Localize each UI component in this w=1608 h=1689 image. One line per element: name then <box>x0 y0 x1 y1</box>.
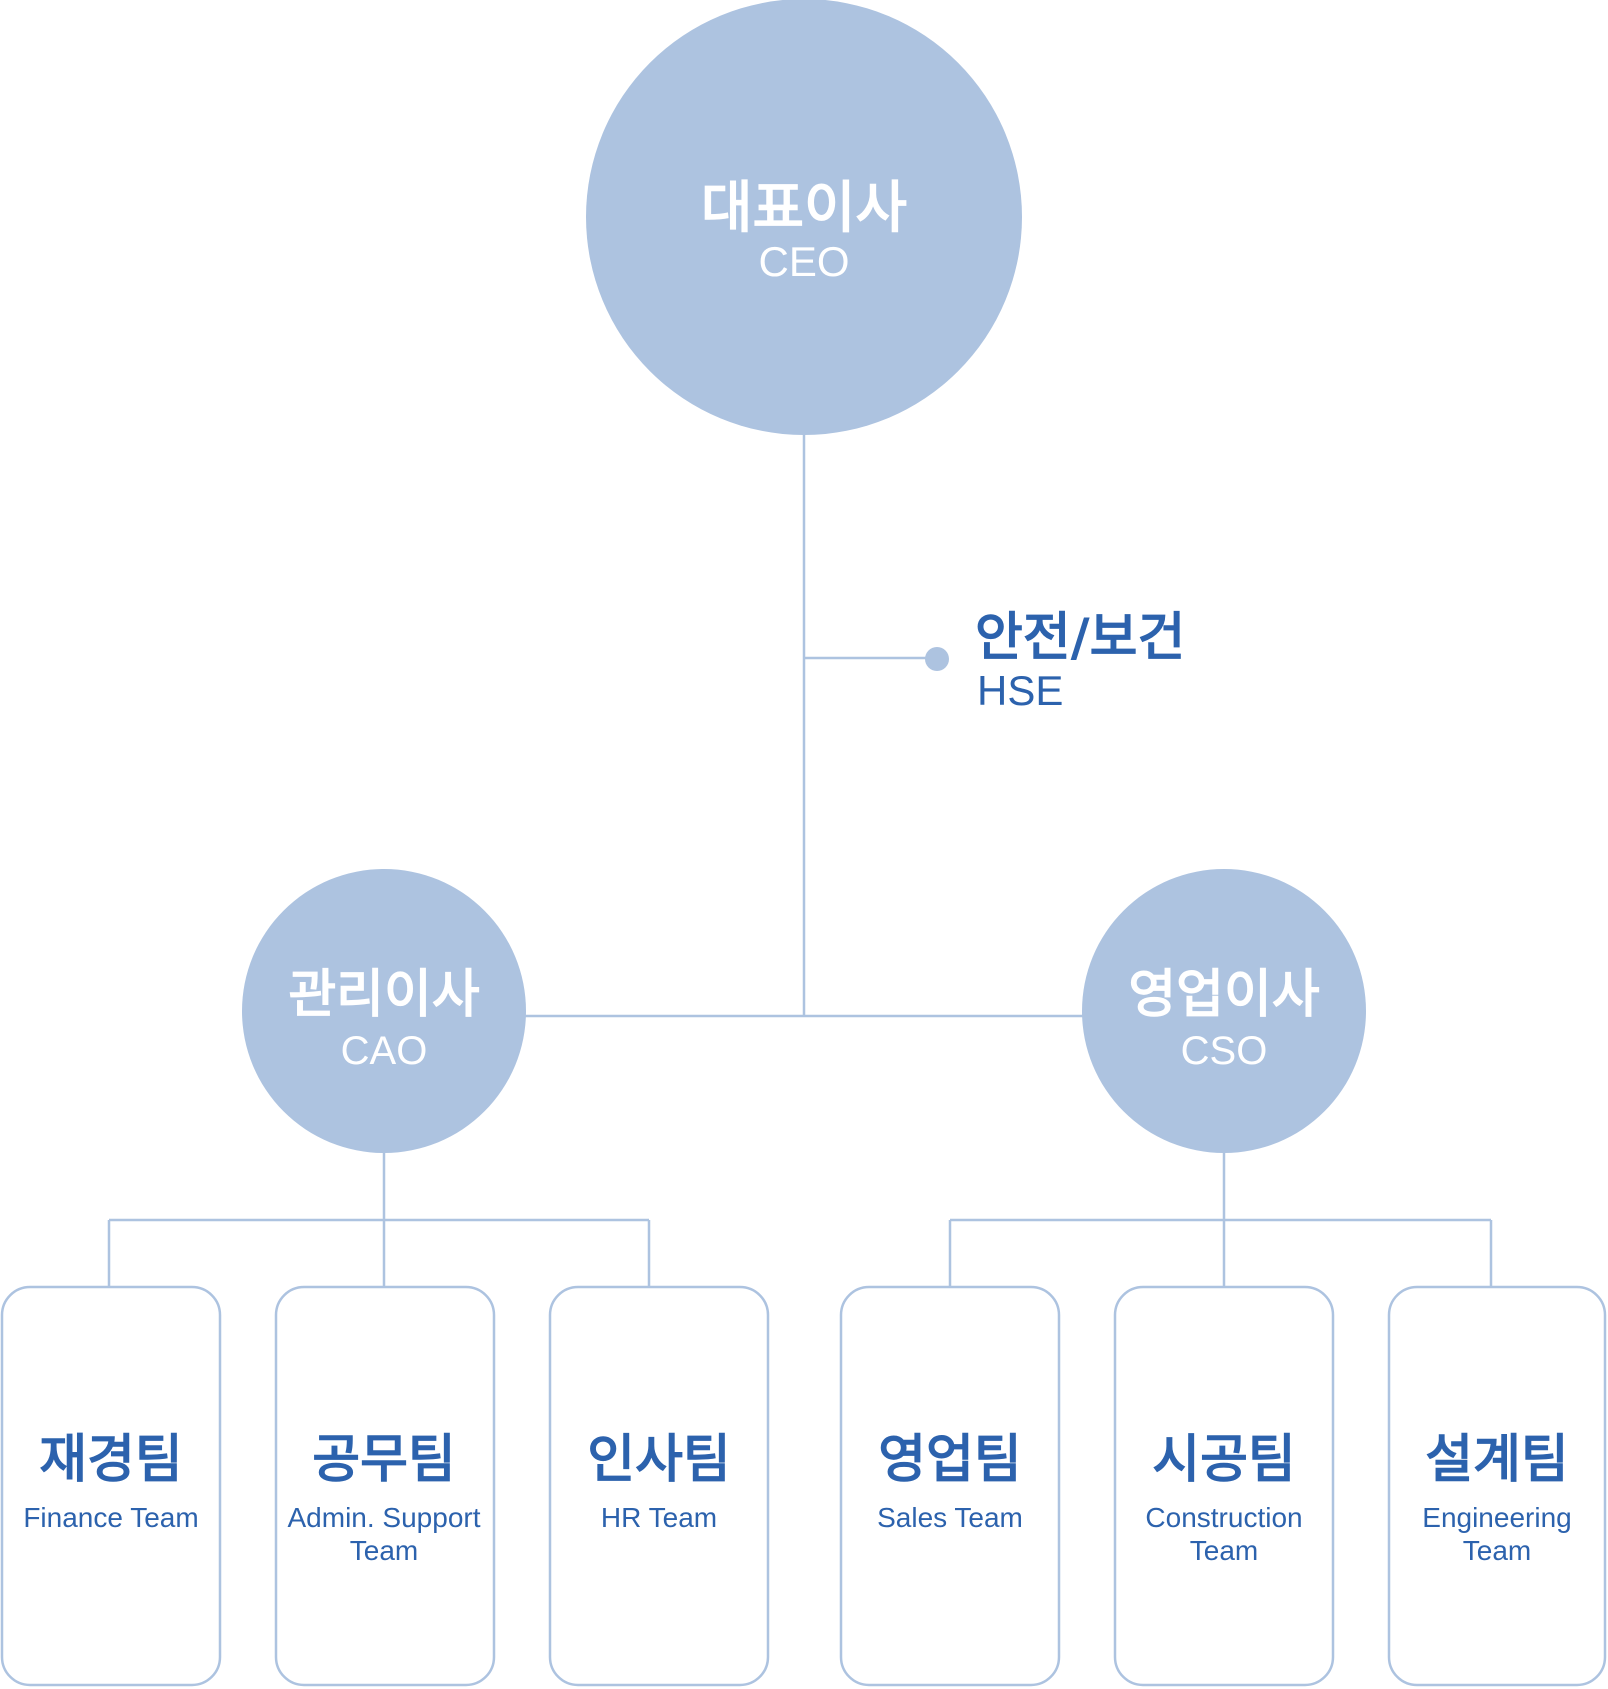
connectors <box>107 430 1493 1287</box>
team-name-en-line2: Team <box>1463 1535 1531 1566</box>
team-name-en-line2: Team <box>350 1535 418 1566</box>
team-card-admin-support: 공무팀 Admin. Support Team <box>274 1285 496 1687</box>
cao-node: 관리이사 CAO <box>242 869 526 1153</box>
team-card-box <box>0 1285 222 1687</box>
team-name-en: Engineering <box>1422 1502 1571 1533</box>
team-name-en-line2: Team <box>1190 1535 1258 1566</box>
cao-title-en: CAO <box>341 1029 428 1073</box>
team-name-en: HR Team <box>601 1502 717 1533</box>
team-card-box <box>1113 1285 1335 1687</box>
team-name-ko: 인사팀 <box>587 1430 731 1490</box>
team-card-box <box>274 1285 496 1687</box>
ceo-circle <box>586 0 1022 435</box>
team-name-ko: 영업팀 <box>878 1430 1022 1490</box>
ceo-node: 대표이사 CEO <box>586 0 1022 435</box>
team-card-box <box>839 1285 1061 1687</box>
team-name-ko: 공무팀 <box>312 1430 456 1490</box>
team-name-en: Admin. Support <box>288 1502 481 1533</box>
team-name-en: Sales Team <box>877 1502 1023 1533</box>
team-name-ko: 시공팀 <box>1152 1430 1296 1490</box>
cso-circle <box>1082 869 1366 1153</box>
ceo-title-ko: 대표이사 <box>701 176 907 241</box>
team-name-ko: 재경팀 <box>39 1430 183 1490</box>
team-card-box <box>1387 1285 1607 1687</box>
team-card-construction: 시공팀 Construction Team <box>1113 1285 1335 1687</box>
team-card-engineering: 설계팀 Engineering Team <box>1387 1285 1607 1687</box>
team-name-en: Finance Team <box>23 1502 198 1533</box>
team-card-finance: 재경팀 Finance Team <box>0 1285 222 1687</box>
cao-title-ko: 관리이사 <box>288 965 480 1025</box>
cso-title-ko: 영업이사 <box>1128 965 1320 1025</box>
cso-node: 영업이사 CSO <box>1082 869 1366 1153</box>
team-card-sales: 영업팀 Sales Team <box>839 1285 1061 1687</box>
hse-dot <box>925 647 949 671</box>
team-card-box <box>548 1285 770 1687</box>
cao-circle <box>242 869 526 1153</box>
team-name-ko: 설계팀 <box>1425 1430 1569 1490</box>
hse-title-en: HSE <box>977 667 1063 714</box>
hse-node: 안전/보건 HSE <box>925 608 1185 714</box>
team-name-en: Construction <box>1145 1502 1302 1533</box>
cso-title-en: CSO <box>1181 1029 1268 1073</box>
hse-title-ko: 안전/보건 <box>975 608 1185 668</box>
ceo-title-en: CEO <box>758 238 849 285</box>
team-card-hr: 인사팀 HR Team <box>548 1285 770 1687</box>
